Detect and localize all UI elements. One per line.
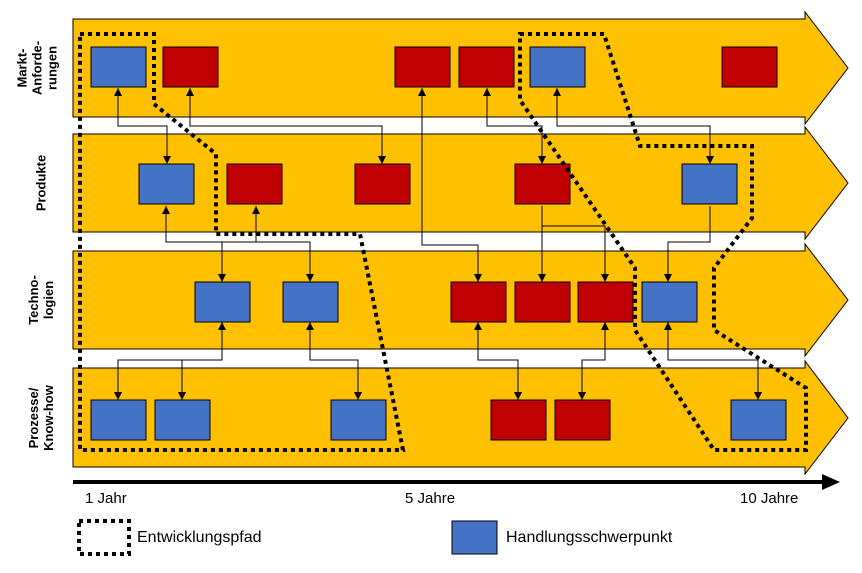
arrowhead bbox=[474, 274, 482, 282]
arrowheads bbox=[114, 88, 762, 400]
connector bbox=[117, 322, 223, 398]
arrowhead bbox=[162, 206, 170, 214]
legend-focus-swatch bbox=[451, 520, 498, 555]
arrowhead bbox=[601, 322, 609, 330]
connector bbox=[542, 225, 606, 280]
arrowhead bbox=[218, 322, 226, 330]
connector bbox=[667, 206, 711, 280]
connector bbox=[189, 88, 383, 162]
tick-label-5-jahre: 5 Jahre bbox=[405, 490, 456, 507]
box-lane3-3 bbox=[450, 281, 507, 323]
arrowhead bbox=[474, 322, 482, 330]
arrowhead bbox=[163, 156, 171, 164]
arrowhead bbox=[114, 88, 122, 96]
connector bbox=[581, 322, 606, 398]
arrowhead bbox=[252, 206, 260, 214]
box-lane2-1 bbox=[138, 163, 195, 205]
arrowhead bbox=[306, 322, 314, 330]
box-lane3-5 bbox=[577, 281, 634, 323]
box-lane1-6 bbox=[721, 46, 778, 88]
lane-arrow-produkte bbox=[72, 125, 849, 241]
tick-label-1-jahr: 1 Jahr bbox=[85, 490, 127, 507]
arrowhead bbox=[514, 392, 522, 400]
arrowhead bbox=[178, 392, 186, 400]
legend-focus-label: Handlungsschwerpunkt bbox=[506, 529, 673, 546]
connector bbox=[477, 322, 519, 398]
box-lane4-4 bbox=[490, 399, 547, 441]
arrowhead bbox=[306, 274, 314, 282]
lane-arrow-prozesse bbox=[72, 359, 849, 476]
arrowhead bbox=[378, 156, 386, 164]
box-lane3-6 bbox=[641, 281, 698, 323]
connector bbox=[309, 322, 359, 398]
box-lane2-2 bbox=[226, 163, 283, 205]
arrowhead bbox=[114, 392, 122, 400]
connector bbox=[486, 88, 543, 162]
boxes bbox=[90, 46, 787, 441]
arrowhead bbox=[483, 88, 491, 96]
box-lane1-1 bbox=[90, 46, 147, 88]
development-paths bbox=[78, 32, 808, 452]
box-lane4-1 bbox=[90, 399, 147, 441]
box-lane3-2 bbox=[282, 281, 339, 323]
arrowhead bbox=[553, 88, 561, 96]
arrowhead bbox=[706, 156, 714, 164]
connector-lines bbox=[117, 88, 759, 398]
arrowhead bbox=[754, 392, 762, 400]
connector bbox=[421, 88, 479, 280]
box-lane4-5 bbox=[554, 399, 611, 441]
legend-path-swatch bbox=[77, 519, 131, 556]
box-lane4-2 bbox=[154, 399, 211, 441]
box-lane1-3 bbox=[394, 46, 451, 88]
lane-label-produkte: Produkte bbox=[33, 154, 49, 212]
box-lane2-3 bbox=[354, 163, 411, 205]
arrowhead bbox=[538, 274, 546, 282]
box-lane2-4 bbox=[514, 163, 571, 205]
lane-label-prozesse: Prozesse/ Know-how bbox=[26, 385, 56, 451]
lane-label-technologien: Techno- logien bbox=[26, 275, 56, 325]
connector bbox=[181, 359, 222, 398]
arrowhead bbox=[354, 392, 362, 400]
box-lane1-5 bbox=[529, 46, 586, 88]
lane-label-markt: Markt- Anforde- rungen bbox=[14, 40, 60, 96]
connector bbox=[117, 88, 168, 162]
connector bbox=[667, 322, 759, 398]
time-axis-arrowhead bbox=[822, 474, 840, 490]
box-lane3-4 bbox=[514, 281, 571, 323]
box-lane1-2 bbox=[162, 46, 219, 88]
box-lane3-1 bbox=[194, 281, 251, 323]
arrowhead bbox=[218, 274, 226, 282]
arrowhead bbox=[538, 156, 546, 164]
development-path-left bbox=[78, 32, 406, 452]
arrowhead bbox=[601, 274, 609, 282]
arrowhead bbox=[664, 322, 672, 330]
legend-symbols bbox=[77, 519, 498, 556]
arrowhead bbox=[578, 392, 586, 400]
legend-path-label: Entwicklungspfad bbox=[137, 529, 262, 546]
arrowhead bbox=[664, 274, 672, 282]
development-path-right bbox=[518, 32, 808, 452]
box-lane1-4 bbox=[458, 46, 515, 88]
connector bbox=[221, 206, 257, 280]
tick-label-10-jahre: 10 Jahre bbox=[740, 490, 799, 507]
box-lane4-6 bbox=[730, 399, 787, 441]
arrowhead bbox=[186, 88, 194, 96]
arrowhead bbox=[418, 88, 426, 96]
box-lane2-5 bbox=[681, 163, 738, 205]
time-axis bbox=[73, 474, 840, 490]
connector bbox=[556, 88, 711, 162]
box-lane4-3 bbox=[330, 399, 387, 441]
